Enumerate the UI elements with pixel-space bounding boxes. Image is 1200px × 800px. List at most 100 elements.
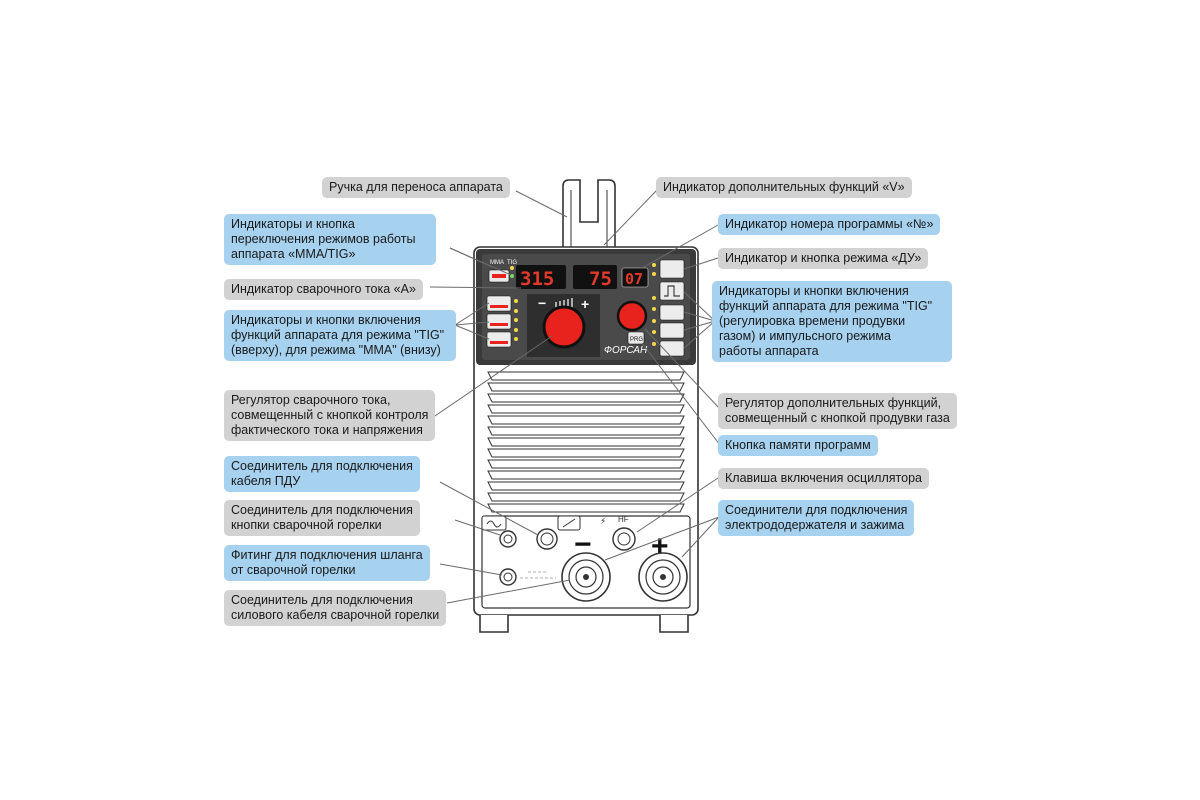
callout-line: работы аппарата — [719, 344, 819, 358]
callout-current-indicator: Индикатор сварочного тока «A» — [224, 279, 423, 300]
callout-line: Индикатор и кнопка режима «ДУ» — [725, 251, 922, 265]
grille-slat — [487, 393, 685, 403]
callout-line: Регулятор сварочного тока, — [231, 393, 391, 407]
function-button-3[interactable] — [486, 331, 512, 348]
callout-line: Индикатор сварочного тока «A» — [231, 282, 416, 296]
current-display — [516, 265, 566, 289]
knob-minus-label: − — [538, 295, 546, 311]
callout-line: от сварочной горелки — [231, 563, 356, 577]
carry-handle — [562, 179, 616, 248]
left-function-buttons — [486, 295, 518, 348]
prg-label: PRG — [630, 337, 643, 343]
callout-line: Индикаторы и кнопка — [231, 217, 355, 231]
voltage-display-value: 75 — [589, 268, 612, 290]
oscillator-switch[interactable] — [612, 527, 636, 551]
plus-terminal[interactable] — [638, 552, 688, 602]
callout-line: функций аппарата для режима "TIG" — [719, 299, 933, 313]
callout-line: аппарата «MMA/TIG» — [231, 247, 356, 261]
knob-plus-label: + — [581, 296, 589, 312]
callout-line: Соединитель для подключения — [231, 459, 413, 473]
callout-line: Соединитель для подключения — [231, 593, 413, 607]
callout-line: Индикатор номера программы «№» — [725, 217, 934, 231]
current-display-value: 315 — [520, 268, 554, 290]
callout-line: совмещенный с кнопкой контроля — [231, 408, 429, 422]
gas-prepurge-button[interactable] — [659, 304, 685, 321]
function-button-1[interactable] — [486, 295, 512, 312]
mma-led — [510, 266, 514, 270]
program-display-value: 07 — [625, 270, 643, 288]
grille-slat — [487, 437, 685, 447]
voltage-display — [573, 265, 617, 289]
callout-extra-regulator: Регулятор дополнительных функций,совмеще… — [718, 393, 957, 429]
ventilation-grille — [487, 371, 685, 513]
grille-slat — [487, 448, 685, 458]
callout-program-indicator: Индикатор номера программы «№» — [718, 214, 941, 235]
callout-line: Индикатор дополнительных функций «V» — [663, 180, 905, 194]
grille-slat — [487, 371, 685, 381]
remote-mode-button[interactable] — [659, 259, 685, 279]
extra-functions-knob[interactable] — [616, 300, 648, 332]
callout-line: Соединители для подключения — [725, 503, 908, 517]
torch-button-socket[interactable] — [499, 530, 517, 548]
grille-slat — [487, 492, 685, 502]
callout-line: Индикаторы и кнопки включения — [231, 313, 421, 327]
callout-line: газом) и импульсного режима — [719, 329, 891, 343]
grille-slat — [487, 503, 685, 513]
grille-slat — [487, 459, 685, 469]
grille-slat — [487, 415, 685, 425]
prg-button[interactable] — [627, 331, 645, 345]
callout-line: Индикаторы и кнопки включения — [719, 284, 909, 298]
function-button-2[interactable] — [486, 313, 512, 330]
callout-oscillator-switch: Клавиша включения осциллятора — [718, 468, 929, 489]
gas-fitting-socket[interactable] — [499, 568, 517, 586]
callout-line: (вверху), для режима "MMA" (внизу) — [231, 343, 441, 357]
hf-lightning-icon: ⚡ — [600, 516, 606, 526]
grille-slat — [487, 426, 685, 436]
callout-line: Клавиша включения осциллятора — [725, 471, 922, 485]
minus-terminal[interactable] — [561, 552, 611, 602]
grille-slat — [487, 382, 685, 392]
pdu-socket[interactable] — [536, 528, 558, 550]
callout-line: Регулятор дополнительных функций, — [725, 396, 942, 410]
grille-slat — [487, 470, 685, 480]
callout-line: (регулировка времени продувки — [719, 314, 906, 328]
current-regulator-knob[interactable] — [542, 305, 586, 349]
callout-current-regulator: Регулятор сварочного тока,совмещенный с … — [224, 390, 436, 441]
callout-remote-mode: Индикатор и кнопка режима «ДУ» — [718, 248, 929, 269]
callout-line: электрододержателя и зажима — [725, 518, 905, 532]
grille-slat — [487, 481, 685, 491]
program-display — [621, 267, 649, 288]
grille-slat — [487, 404, 685, 414]
callout-program-memory: Кнопка памяти программ — [718, 435, 878, 456]
callout-line: фактического тока и напряжения — [231, 423, 423, 437]
callout-line: силового кабеля сварочной горелки — [231, 608, 440, 622]
callout-handle: Ручка для переноса аппарата — [322, 177, 510, 198]
callout-line: Ручка для переноса аппарата — [329, 180, 503, 194]
pulse-button[interactable] — [659, 281, 685, 301]
callout-line: кабеля ПДУ — [231, 474, 301, 488]
mma-label: MMA — [490, 260, 504, 266]
gas-postpurge-button[interactable] — [659, 322, 685, 339]
callout-line: Фитинг для подключения шланга — [231, 548, 423, 562]
tig-label: TIG — [507, 260, 517, 266]
function-button-right-5[interactable] — [659, 340, 685, 357]
callout-voltage-indicator: Индикатор дополнительных функций «V» — [656, 177, 912, 198]
brand-label: ФОРСАН — [604, 345, 648, 356]
callout-line: переключения режимов работы — [231, 232, 416, 246]
hf-label: HF — [618, 515, 629, 524]
callout-line: Кнопка памяти программ — [725, 438, 871, 452]
leader-lines — [429, 189, 721, 604]
callout-line: функций аппарата для режима "TIG" — [231, 328, 445, 342]
callout-line: Соединитель для подключения — [231, 503, 413, 517]
right-function-buttons — [652, 259, 685, 357]
